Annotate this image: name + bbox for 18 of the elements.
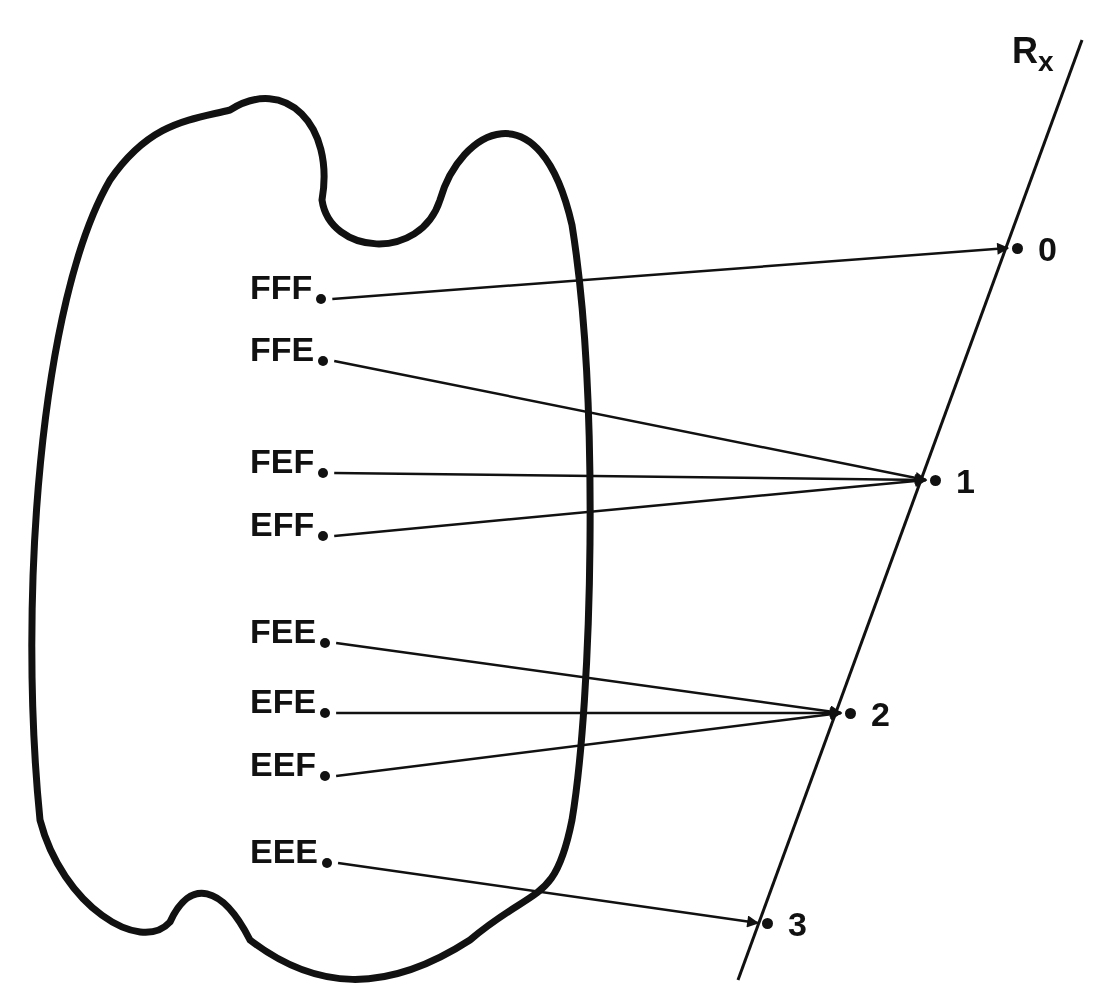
outcome-label: EEF: [250, 745, 333, 783]
value-point: 3: [762, 905, 807, 943]
outcome-label: FFE: [250, 330, 331, 368]
outcome-label: FEE: [250, 612, 333, 650]
mapping-arrow: [334, 475, 928, 538]
axis-label: R$_{x}$: [1012, 30, 1054, 79]
value-point: 2: [845, 695, 890, 733]
outcome-label: EFE: [250, 682, 333, 720]
value-point: 0: [1012, 230, 1057, 268]
mapping-arrow: [332, 242, 1010, 301]
mapping-arrow: [333, 359, 928, 484]
mapping-arrow: [335, 708, 843, 778]
outcome-label: FFF: [250, 268, 329, 306]
value-point: 1: [930, 462, 975, 500]
outcome-label: FEF: [250, 442, 331, 480]
outcome-label: EFF: [250, 505, 331, 543]
mapping-arrow: [337, 861, 760, 928]
outcome-label: EEE: [250, 832, 335, 870]
